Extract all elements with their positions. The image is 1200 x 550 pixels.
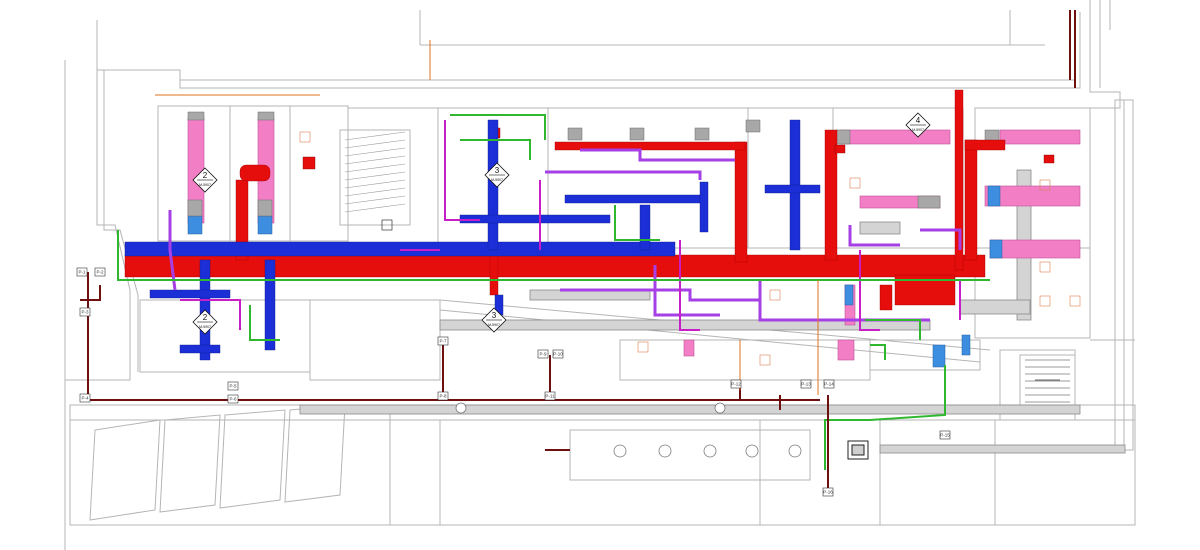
equipment-tag: P-11 bbox=[544, 391, 556, 401]
equipment-tag: P-12 bbox=[730, 379, 742, 389]
equipment-tag: P-14 bbox=[823, 379, 835, 389]
equipment-tag-label: P-16 bbox=[823, 490, 833, 495]
section-marker: 2 M-5907 bbox=[192, 167, 218, 193]
section-marker-number: 3 bbox=[492, 311, 497, 320]
equipment-tag: P-4 bbox=[79, 393, 91, 403]
equipment-tag: P-6 bbox=[227, 394, 239, 404]
section-marker-number: 3 bbox=[495, 166, 500, 175]
stair-treads-right bbox=[1025, 359, 1070, 403]
equipment-tag: P-3 bbox=[79, 307, 91, 317]
equipment-tag: P-16 bbox=[822, 487, 834, 497]
section-marker: 4 M-5907 bbox=[905, 112, 931, 138]
equipment-tag-label: P-14 bbox=[824, 382, 834, 387]
equipment-tag: P-10 bbox=[552, 349, 564, 359]
equipment-tag: P-7 bbox=[437, 336, 449, 346]
equipment-tag: P-9 bbox=[537, 349, 549, 359]
section-marker-number: 2 bbox=[203, 171, 208, 180]
equipment-tag-label: P-10 bbox=[553, 352, 563, 357]
grey-round-vents bbox=[455, 402, 802, 458]
section-marker-number: 2 bbox=[203, 313, 208, 322]
equipment-tag-label: P-2 bbox=[96, 270, 104, 275]
section-marker-ref: M-5907 bbox=[491, 178, 503, 182]
green-piping bbox=[117, 114, 990, 470]
equipment-tag-label: P-3 bbox=[81, 310, 89, 315]
equipment-tag: P-1 bbox=[76, 267, 88, 277]
equipment-tag-label: P-4 bbox=[81, 396, 89, 401]
section-marker: 3 M-5907 bbox=[484, 162, 510, 188]
equipment-tag-label: P-9 bbox=[539, 352, 547, 357]
equipment-tag-label: P-6 bbox=[229, 397, 237, 402]
equipment-tag: P-13 bbox=[800, 379, 812, 389]
equipment-tag-label: P-15 bbox=[940, 433, 950, 438]
equipment-tag: P-5 bbox=[227, 381, 239, 391]
equipment-tag-label: P-12 bbox=[731, 382, 741, 387]
equipment-tag-label: P-5 bbox=[229, 384, 237, 389]
grey-equipment-ends bbox=[187, 111, 1000, 217]
section-marker: 2 M-5907 bbox=[192, 309, 218, 335]
equipment-tag-label: P-7 bbox=[439, 339, 447, 344]
equipment-tag: P-2 bbox=[94, 267, 106, 277]
stair-treads-left bbox=[344, 131, 406, 213]
gray-ductwork bbox=[299, 169, 1126, 454]
section-marker: 3 M-5907 bbox=[481, 307, 507, 333]
section-marker-number: 4 bbox=[916, 116, 921, 125]
equipment-tag: P-8 bbox=[437, 391, 449, 401]
section-marker-ref: M-5907 bbox=[912, 128, 924, 132]
equipment-tag-label: P-1 bbox=[78, 270, 86, 275]
equipment-tag: P-15 bbox=[939, 430, 951, 440]
blue-equipment-ends bbox=[187, 185, 1003, 368]
section-marker-ref: M-5907 bbox=[199, 325, 211, 329]
section-marker-ref: M-5907 bbox=[199, 183, 211, 187]
equipment-tag-label: P-13 bbox=[801, 382, 811, 387]
supply-duct-red bbox=[124, 89, 1006, 311]
equipment-tag-label: P-11 bbox=[545, 394, 555, 399]
pump-unit bbox=[847, 440, 869, 460]
equipment-tag-label: P-8 bbox=[439, 394, 447, 399]
section-marker-ref: M-5907 bbox=[488, 323, 500, 327]
ceiling-diffusers bbox=[299, 131, 1081, 366]
